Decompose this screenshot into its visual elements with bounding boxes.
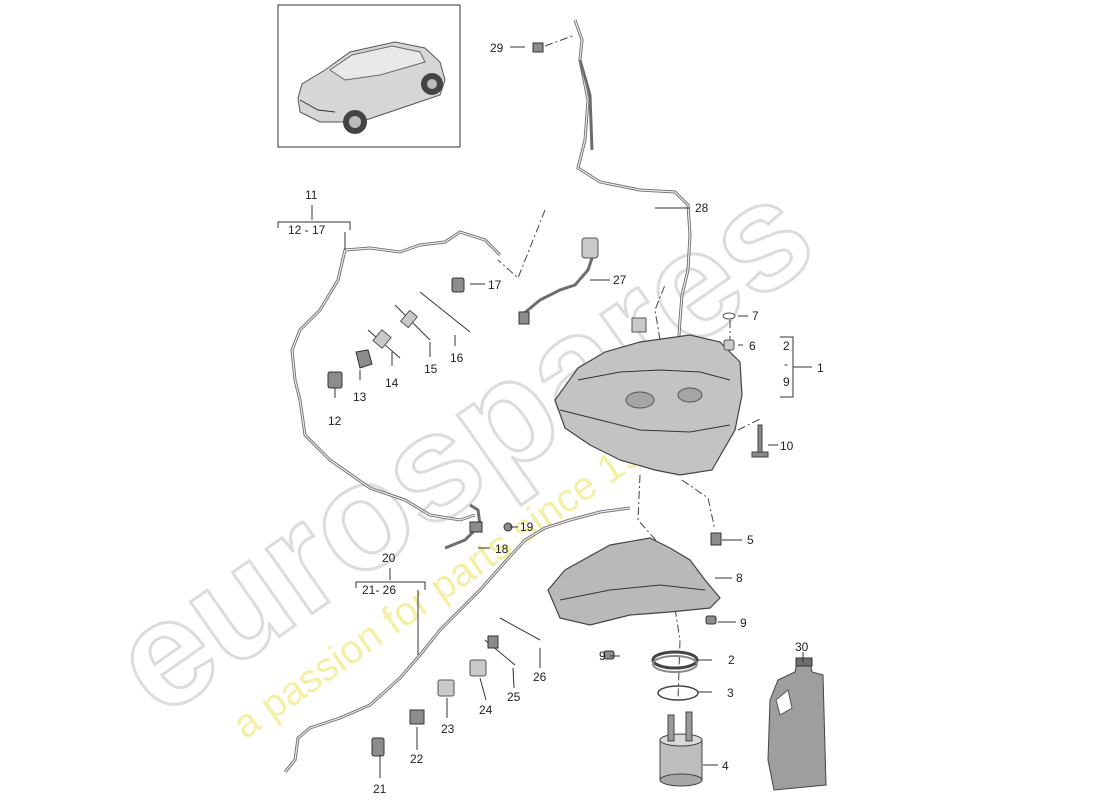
part-24 bbox=[469, 659, 487, 677]
label-24: 24 bbox=[479, 703, 493, 717]
cap-29 bbox=[532, 34, 576, 53]
part-7 bbox=[722, 312, 736, 320]
seal-ring bbox=[657, 685, 699, 701]
fuel-pump bbox=[659, 711, 703, 787]
bolt-10 bbox=[751, 424, 769, 458]
label-group-20-range: 21- 26 bbox=[362, 583, 396, 597]
part-6 bbox=[723, 339, 735, 351]
label-22: 22 bbox=[410, 752, 424, 766]
label-9-right: 9 bbox=[740, 616, 747, 630]
part-17 bbox=[451, 277, 465, 293]
label-19: 19 bbox=[520, 520, 534, 534]
part-5 bbox=[710, 532, 722, 546]
label-15: 15 bbox=[424, 362, 438, 376]
label-group-1-dash: - bbox=[784, 357, 788, 371]
vehicle-thumbnail bbox=[277, 4, 461, 148]
label-18: 18 bbox=[495, 542, 509, 556]
label-1: 1 bbox=[817, 361, 824, 375]
part-25 bbox=[484, 635, 516, 666]
part-14 bbox=[367, 329, 401, 359]
label-13: 13 bbox=[353, 390, 367, 404]
label-2: 2 bbox=[728, 653, 735, 667]
line-11 bbox=[290, 230, 502, 522]
label-14: 14 bbox=[385, 376, 399, 390]
part-13 bbox=[355, 349, 373, 369]
callout-labels: 29 11 12 - 17 28 27 17 7 6 2 - 9 1 16 15… bbox=[288, 41, 824, 796]
label-20: 20 bbox=[382, 551, 396, 565]
car-icon bbox=[297, 41, 446, 134]
label-group-1-top: 2 bbox=[783, 339, 790, 353]
label-25: 25 bbox=[507, 690, 521, 704]
nut-9-b bbox=[603, 650, 615, 660]
label-16: 16 bbox=[450, 351, 464, 365]
part-21 bbox=[371, 737, 385, 757]
label-6: 6 bbox=[749, 339, 756, 353]
label-7: 7 bbox=[752, 309, 759, 323]
label-17: 17 bbox=[488, 278, 502, 292]
part-15 bbox=[394, 304, 431, 341]
nut-9-a bbox=[705, 615, 717, 625]
label-26: 26 bbox=[533, 670, 547, 684]
fuel-line-28 bbox=[573, 19, 692, 351]
label-29: 29 bbox=[490, 41, 504, 55]
part-18 bbox=[444, 503, 483, 550]
line-20 bbox=[283, 506, 631, 773]
label-9-left: 9 bbox=[599, 649, 606, 663]
leader-lines bbox=[277, 46, 812, 778]
part-22 bbox=[409, 709, 425, 725]
part-23 bbox=[437, 679, 455, 697]
label-30: 30 bbox=[795, 640, 809, 654]
heat-shield bbox=[547, 537, 721, 626]
hose-27 bbox=[497, 209, 599, 325]
label-group-11-range: 12 - 17 bbox=[288, 223, 326, 237]
label-4: 4 bbox=[722, 759, 729, 773]
label-8: 8 bbox=[736, 571, 743, 585]
label-11: 11 bbox=[305, 188, 318, 202]
label-group-1-bottom: 9 bbox=[783, 375, 790, 389]
label-21: 21 bbox=[373, 782, 387, 796]
label-3: 3 bbox=[727, 686, 734, 700]
label-28: 28 bbox=[695, 201, 709, 215]
label-27: 27 bbox=[613, 273, 627, 287]
label-23: 23 bbox=[441, 722, 455, 736]
part-12 bbox=[327, 371, 343, 389]
fluid-canister bbox=[767, 657, 827, 791]
label-5: 5 bbox=[747, 533, 754, 547]
part-16 bbox=[419, 291, 471, 333]
label-10: 10 bbox=[780, 439, 794, 453]
lock-ring bbox=[651, 650, 699, 673]
fuel-tank bbox=[554, 317, 743, 476]
label-12: 12 bbox=[328, 414, 342, 428]
part-26 bbox=[499, 617, 541, 641]
